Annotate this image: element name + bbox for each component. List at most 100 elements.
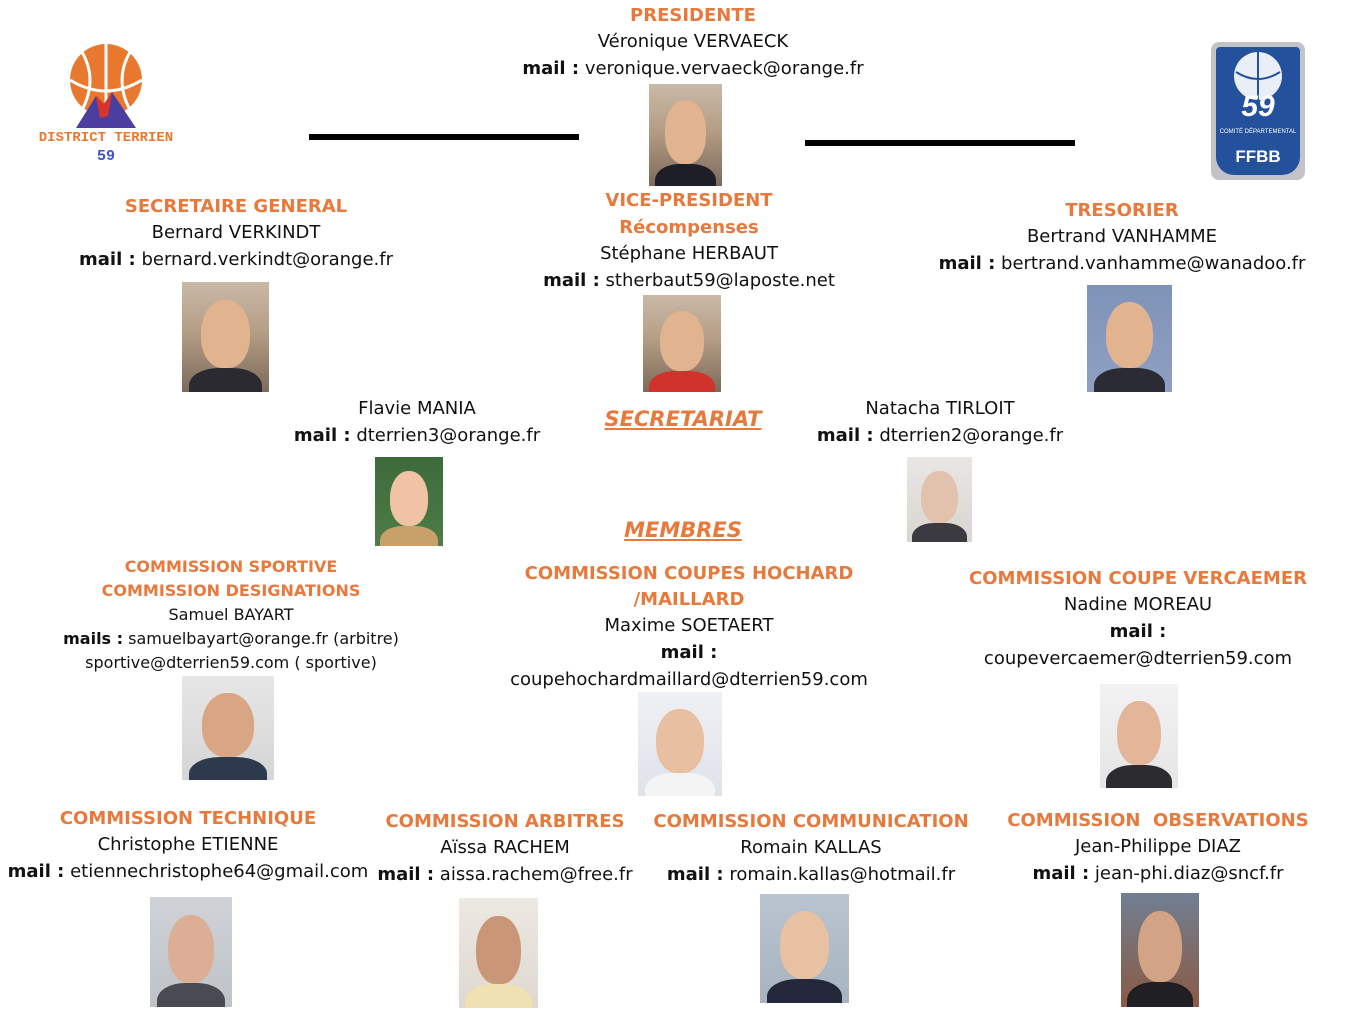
secretariat-right-mail[interactable]: dterrien2@orange.fr [879,425,1064,446]
commission-arbitres-mail[interactable]: aissa.rachem@free.fr [439,864,633,885]
secretaire-general-photo [182,282,269,392]
commission-technique-role: COMMISSION TECHNIQUE [59,808,317,829]
membres-title: MEMBRES [624,518,742,542]
tresorier-mail[interactable]: bertrand.vanhamme@wanadoo.fr [1001,253,1306,274]
vice-president-photo [643,295,721,392]
commission-communication-photo [760,894,849,1003]
vice-president-subrole: Récompenses [619,217,759,238]
ffbb-comite-logo: 59 COMITÉ DÉPARTEMENTAL FFBB [1211,42,1305,180]
tresorier-name: Bertrand VANHAMME [1026,226,1218,247]
logo-caption: COMITÉ DÉPARTEMENTAL [1219,129,1297,135]
secretariat-left-block: Flavie MANIA mail : dterrien3@orange.fr [217,395,617,449]
commission-communication-role: COMMISSION COMMUNICATION [653,811,969,832]
commission-sportive-name: Samuel BAYART [168,605,294,624]
commission-observations-mail-line: mail : jean-phi.diaz@sncf.fr [958,860,1358,887]
commission-hochard-role: COMMISSION COUPES HOCHARD [524,563,854,584]
secretaire-general-name: Bernard VERKINDT [151,222,321,243]
mail-label: mail : [522,58,580,79]
president-block: PRESIDENTE Véronique VERVAECK mail : ver… [493,4,893,82]
commission-vercaemer-mail-label: mail : [938,618,1338,645]
mail-label: mail : [79,249,136,270]
logo-brand: FFBB [1235,147,1281,166]
commission-hochard-mail-label: mail : [489,639,889,666]
mail-label: mail : [660,642,718,663]
commission-technique-block: COMMISSION TECHNIQUE Christophe ETIENNE … [0,807,388,885]
commission-communication-mail-line: mail : romain.kallas@hotmail.fr [611,861,1011,888]
mail-label: mail : [293,425,351,446]
commission-hochard-block: COMMISSION COUPES HOCHARD /MAILLARD Maxi… [489,562,889,693]
commission-sportive-mail-line: mails : samuelbayart@orange.fr (arbitre) [31,627,431,651]
secretariat-title: SECRETARIAT [604,407,762,431]
commission-sportive-role: COMMISSION SPORTIVE [124,557,338,576]
commission-arbitres-photo [459,898,538,1008]
commission-sportive-mail2[interactable]: sportive@dterrien59.com ( sportive) [85,653,377,672]
secretariat-left-photo [375,457,443,546]
commission-communication-name: Romain KALLAS [740,837,882,858]
mail-label: mail : [816,425,874,446]
commission-observations-name: Jean-Philippe DIAZ [1074,836,1242,857]
tresorier-photo [1087,285,1172,392]
commission-vercaemer-mail[interactable]: coupevercaemer@dterrien59.com [983,648,1293,669]
secretaire-general-block: SECRETAIRE GENERAL Bernard VERKINDT mail… [36,195,436,273]
commission-observations-block: COMMISSION OBSERVATIONS Jean-Philippe DI… [958,809,1358,887]
commission-hochard-photo [638,692,722,796]
vice-president-block: VICE-PRESIDENT Récompenses Stéphane HERB… [489,189,889,294]
commission-arbitres-role: COMMISSION ARBITRES [385,811,625,832]
secretaire-general-mail[interactable]: bernard.verkindt@orange.fr [141,249,393,270]
commission-hochard-role2: /MAILLARD [633,589,745,610]
commission-vercaemer-photo [1100,684,1178,788]
mail-label: mail : [1032,863,1090,884]
secretaire-general-role: SECRETAIRE GENERAL [124,196,348,217]
vice-president-mail[interactable]: stherbaut59@laposte.net [605,270,835,291]
district-logo-number: 59 [96,148,115,165]
commission-sportive-mail[interactable]: samuelbayart@orange.fr (arbitre) [128,629,399,648]
commission-vercaemer-name: Nadine MOREAU [1063,594,1213,615]
commission-technique-mail-line: mail : etiennechristophe64@gmail.com [0,858,388,885]
mail-label: mails : [63,629,124,648]
secretariat-left-name: Flavie MANIA [358,398,476,419]
commission-sportive-block: COMMISSION SPORTIVE COMMISSION DESIGNATI… [31,555,431,675]
tresorier-mail-line: mail : bertrand.vanhamme@wanadoo.fr [922,250,1322,277]
secretariat-right-name: Natacha TIRLOIT [865,398,1015,419]
commission-observations-role: COMMISSION OBSERVATIONS [1007,810,1309,831]
secretariat-left-mail-line: mail : dterrien3@orange.fr [217,422,617,449]
basketball-icon [1234,52,1282,100]
commission-designations-role: COMMISSION DESIGNATIONS [101,581,361,600]
president-name: Véronique VERVAECK [597,31,789,52]
logo-number: 59 [1241,90,1275,123]
president-mail[interactable]: veronique.vervaeck@orange.fr [584,58,864,79]
vice-president-name: Stéphane HERBAUT [600,243,778,264]
tresorier-role: TRESORIER [1065,200,1179,221]
mail-label: mail : [1109,621,1167,642]
commission-communication-mail[interactable]: romain.kallas@hotmail.fr [729,864,956,885]
president-mail-line: mail : veronique.vervaeck@orange.fr [493,55,893,82]
district-terrien-logo: DISTRICT TERRIEN 59 [38,40,174,172]
commission-sportive-photo [182,676,274,780]
secretariat-right-mail-line: mail : dterrien2@orange.fr [740,422,1140,449]
vice-president-role: VICE-PRESIDENT [605,190,773,211]
commission-arbitres-block: COMMISSION ARBITRES Aïssa RACHEM mail : … [305,810,705,888]
commission-hochard-mail[interactable]: coupehochardmaillard@dterrien59.com [510,669,868,690]
commission-technique-photo [150,897,232,1007]
commission-arbitres-mail-line: mail : aissa.rachem@free.fr [305,861,705,888]
mail-label: mail : [938,253,996,274]
secretariat-left-mail[interactable]: dterrien3@orange.fr [356,425,541,446]
vice-president-mail-line: mail : stherbaut59@laposte.net [489,267,889,294]
mail-label: mail : [666,864,724,885]
commission-technique-mail[interactable]: etiennechristophe64@gmail.com [70,861,369,882]
mail-label: mail : [543,270,600,291]
commission-technique-name: Christophe ETIENNE [97,834,279,855]
tresorier-block: TRESORIER Bertrand VANHAMME mail : bertr… [922,199,1322,277]
commission-hochard-name: Maxime SOETAERT [604,615,774,636]
commission-observations-photo [1121,893,1199,1007]
commission-observations-mail[interactable]: jean-phi.diaz@sncf.fr [1094,863,1284,884]
secretariat-right-block: Natacha TIRLOIT mail : dterrien2@orange.… [740,395,1140,449]
secretaire-general-mail-line: mail : bernard.verkindt@orange.fr [36,246,436,273]
district-logo-text: DISTRICT TERRIEN [38,130,174,146]
commission-arbitres-name: Aïssa RACHEM [440,837,570,858]
connector-line-right [805,140,1075,146]
basketball-volcano-icon [69,44,143,128]
secretariat-right-photo [907,457,972,542]
connector-line-left [309,134,579,140]
mail-label: mail : [7,861,65,882]
